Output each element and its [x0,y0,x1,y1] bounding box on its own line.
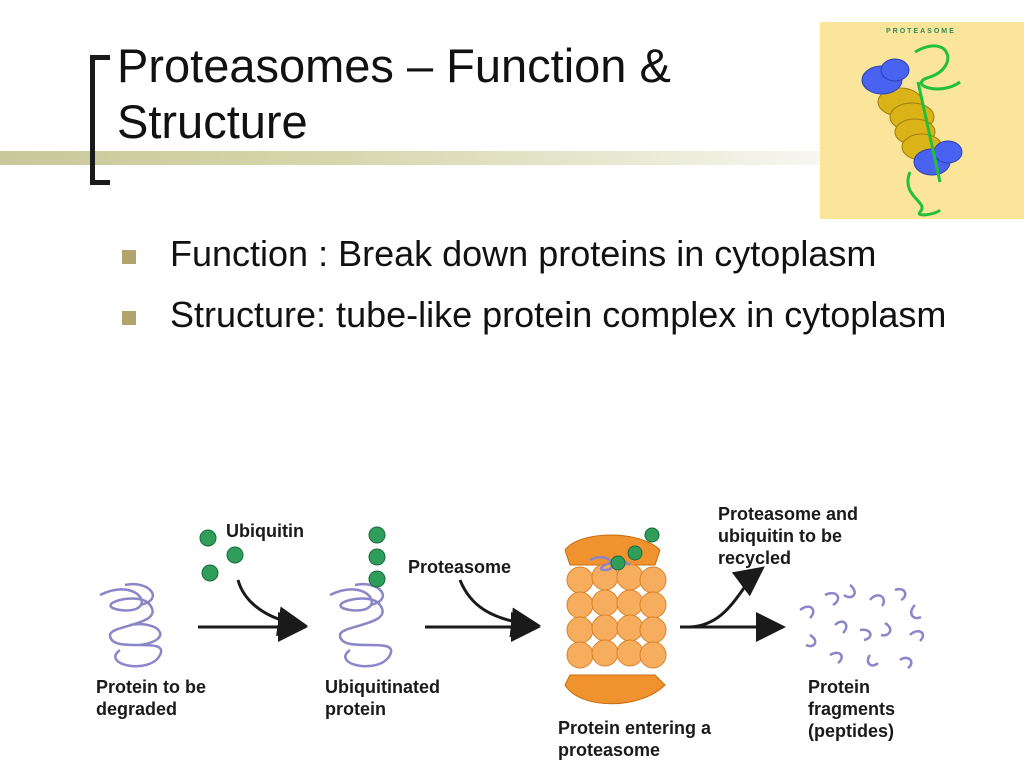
label-ubiquitinated: Ubiquitinated protein [325,677,440,719]
bullet-square-icon [122,250,136,264]
proteasome-barrel-icon [564,527,667,705]
ubiquitin-icon [199,529,244,582]
proteasome-illustration [861,44,963,217]
diagram-graphics [99,526,925,705]
bullet-list: Function : Break down proteins in cytopl… [118,232,978,354]
label-proteasome: Proteasome [408,557,512,577]
peptide-fragments-icon [799,584,925,669]
protein-coil-icon [99,582,163,668]
bullet-text: Function : Break down proteins in cytopl… [170,233,877,274]
bullet-structure: Structure: tube-like protein complex in … [118,293,978,337]
curved-arrow-icon [236,579,308,637]
image-label: PROTEASOME [886,28,956,35]
label-fragments: Protein fragments (peptides) [808,677,896,741]
ubiquitin-chain-icon [368,526,386,588]
proteasome-pathway-diagram: Ubiquitin Proteasome Proteasome and ubiq… [80,495,1024,768]
bullet-function: Function : Break down proteins in cytopl… [118,232,978,276]
label-protein-degraded: Protein to be degraded [96,677,207,719]
label-entering: Protein entering a proteasome [558,718,712,760]
bullet-square-icon [122,311,136,325]
slide-title: Proteasomes – Function & Structure [117,39,671,148]
ubiquitinated-coil-icon [329,582,393,668]
bullet-text: Structure: tube-like protein complex in … [170,294,947,335]
curved-arrow-icon [689,566,765,629]
label-ubiquitin: Ubiquitin [226,521,304,541]
label-recycled: Proteasome and ubiquitin to be recycled [718,504,859,568]
header-band [0,151,820,165]
proteasome-image: PROTEASOME [820,22,1024,219]
title-bracket [90,55,110,185]
curved-arrow-icon [458,579,541,638]
